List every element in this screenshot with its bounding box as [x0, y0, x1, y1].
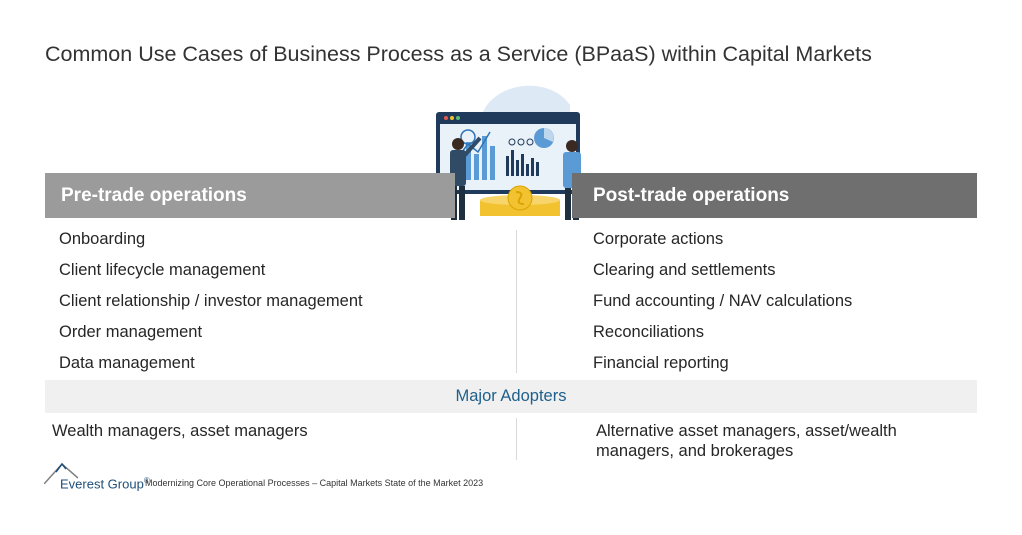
post-trade-list: Corporate actions Clearing and settlemen… [593, 229, 852, 384]
list-item: Reconciliations [593, 323, 704, 341]
post-trade-header: Post-trade operations [572, 173, 977, 218]
pre-trade-adopters: Wealth managers, asset managers [52, 422, 308, 440]
list-item: Client relationship / investor managemen… [59, 292, 363, 310]
list-item: Data management [59, 354, 195, 372]
mountain-logo-icon [44, 462, 78, 484]
major-adopters-band: Major Adopters [45, 380, 977, 413]
list-item: Onboarding [59, 230, 146, 248]
list-item: Corporate actions [593, 230, 724, 248]
list-item: Financial reporting [593, 354, 729, 372]
list-item: Client lifecycle management [59, 261, 266, 279]
list-item: Fund accounting / NAV calculations [593, 292, 853, 310]
list-item: Order management [59, 323, 203, 341]
adopters-divider [516, 418, 517, 460]
logo-name: Everest Group [60, 476, 144, 492]
business-analytics-illustration [436, 85, 581, 220]
pre-trade-list: Onboarding Client lifecycle management C… [59, 229, 363, 384]
source-citation: Modernizing Core Operational Processes –… [145, 478, 484, 488]
list-item: Clearing and settlements [593, 261, 776, 279]
page-title: Common Use Cases of Business Process as … [45, 42, 872, 66]
post-trade-adopters: Alternative asset managers, asset/wealth… [596, 422, 897, 460]
registered-mark: ® [143, 476, 150, 485]
pre-trade-header: Pre-trade operations [45, 173, 455, 218]
column-divider [516, 230, 517, 373]
